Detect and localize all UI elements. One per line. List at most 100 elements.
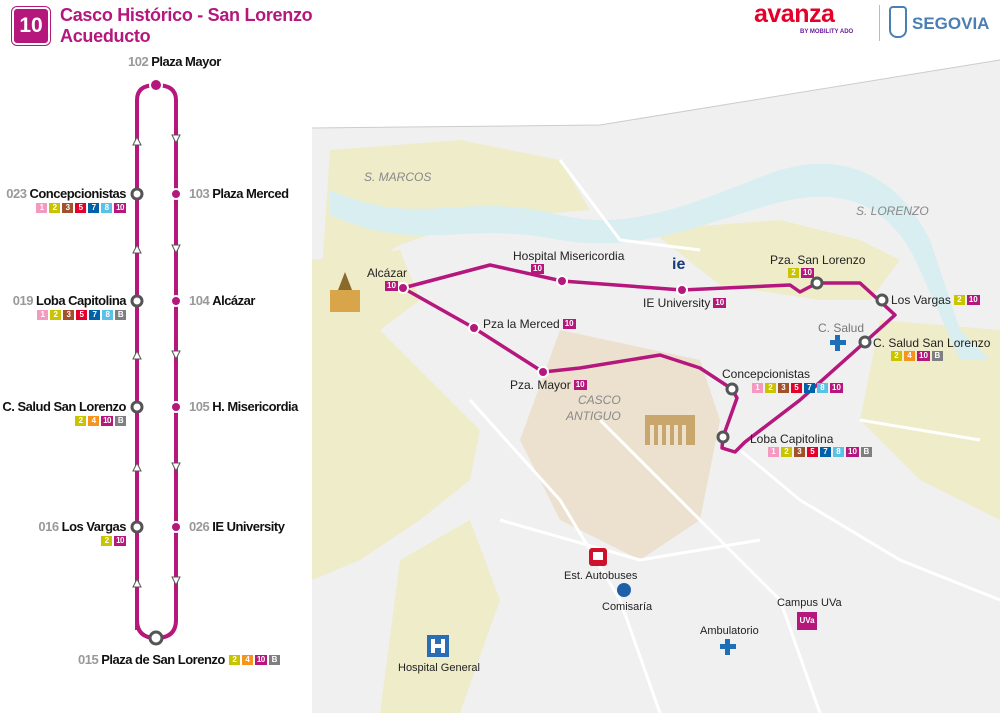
line-badge-7: 7	[804, 383, 815, 393]
map-background	[311, 59, 1000, 713]
stop-name: Alcázar	[367, 266, 408, 280]
stop-name: Plaza Mayor	[151, 54, 221, 69]
line-badge-5: 5	[76, 310, 87, 320]
line-badge-2: 2	[50, 310, 61, 320]
stop-marker[interactable]	[130, 187, 144, 201]
logo-divider	[879, 5, 880, 41]
ie-logo-icon: ie	[672, 256, 686, 273]
line-badge-10: 10	[917, 351, 930, 361]
line-badge-4: 4	[88, 416, 100, 426]
streets	[468, 159, 1000, 713]
line-badge-B: B	[268, 654, 280, 665]
stop-code: 016	[38, 519, 59, 534]
stop-marker[interactable]	[130, 294, 144, 308]
line-badge-3: 3	[778, 383, 789, 393]
health-cross-icon	[720, 639, 736, 655]
line-badge-2: 2	[788, 268, 799, 278]
direction-arrow-icon	[171, 134, 181, 145]
line-badge-8: 8	[101, 203, 113, 213]
line-badge-2: 2	[781, 447, 792, 457]
line-number-badge: 10	[12, 7, 50, 45]
line-badge-10: 10	[801, 268, 814, 278]
stop-code: 103	[189, 186, 210, 201]
stop-marker[interactable]	[170, 401, 182, 413]
alcazar-castle-icon	[330, 272, 360, 312]
line-badge-2: 2	[765, 383, 776, 393]
stop-name: Concepcionistas	[722, 367, 811, 381]
campus-uva-icon: UVa	[797, 612, 817, 630]
line-badges: 10	[713, 298, 727, 308]
poi-label: Est. Autobuses	[564, 570, 638, 582]
line-badge-3: 3	[62, 203, 74, 213]
stop-marker[interactable]	[468, 322, 480, 334]
stop-name: IE University	[643, 296, 711, 310]
stop-marker[interactable]	[170, 188, 182, 200]
stop-name: Pza. San Lorenzo	[770, 253, 866, 267]
stop-marker[interactable]	[810, 276, 824, 290]
line-badge-8: 8	[817, 383, 828, 393]
stop-marker[interactable]	[170, 295, 182, 307]
line-badge-3: 3	[63, 310, 74, 320]
stop-marker[interactable]	[170, 521, 182, 533]
line-badge-10: 10	[966, 295, 980, 305]
stop-name: Hospital Misericordia	[513, 249, 625, 263]
line-badge-4: 4	[241, 654, 253, 665]
stop-name: H. Misericordia	[212, 399, 298, 414]
stop-marker[interactable]	[130, 520, 144, 534]
stop-name: Plaza de San Lorenzo	[101, 652, 225, 667]
district-label: ANTIGUO	[566, 409, 621, 423]
stop-marker[interactable]	[858, 335, 872, 349]
line-badge-B: B	[860, 447, 872, 457]
stop-marker[interactable]	[875, 293, 889, 307]
stop-marker[interactable]	[676, 284, 688, 296]
stop-marker[interactable]	[130, 400, 144, 414]
stop-marker[interactable]	[716, 430, 730, 444]
line-badge-10: 10	[573, 380, 587, 390]
direction-arrow-icon	[171, 350, 181, 361]
stop-code: 019	[12, 293, 34, 308]
stop-marker[interactable]	[725, 382, 739, 396]
stop-marker[interactable]	[537, 366, 549, 378]
police-icon	[617, 583, 631, 597]
line-badge-1: 1	[37, 310, 48, 320]
line-badge-10: 10	[713, 298, 727, 308]
stop-code: 104	[189, 293, 210, 308]
stop-name: Plaza Merced	[212, 186, 289, 201]
aqueduct-icon	[645, 415, 695, 445]
stop-name: Pza. Mayor	[510, 378, 571, 392]
stop-marker[interactable]	[397, 282, 409, 294]
stop-code: 026	[189, 519, 210, 534]
stop-marker[interactable]	[556, 275, 568, 287]
poi-label: Hospital General	[398, 662, 480, 674]
line-badge-10: 10	[846, 447, 859, 457]
line-badge-1: 1	[36, 203, 48, 213]
segovia-logo: SEGOVIA	[912, 14, 990, 33]
line-badge-10: 10	[531, 264, 544, 274]
line-badges: 10	[562, 319, 576, 329]
direction-arrow-icon	[171, 576, 181, 587]
stop-name: Los Vargas	[891, 293, 951, 307]
poi-label: Ambulatorio	[700, 625, 759, 637]
